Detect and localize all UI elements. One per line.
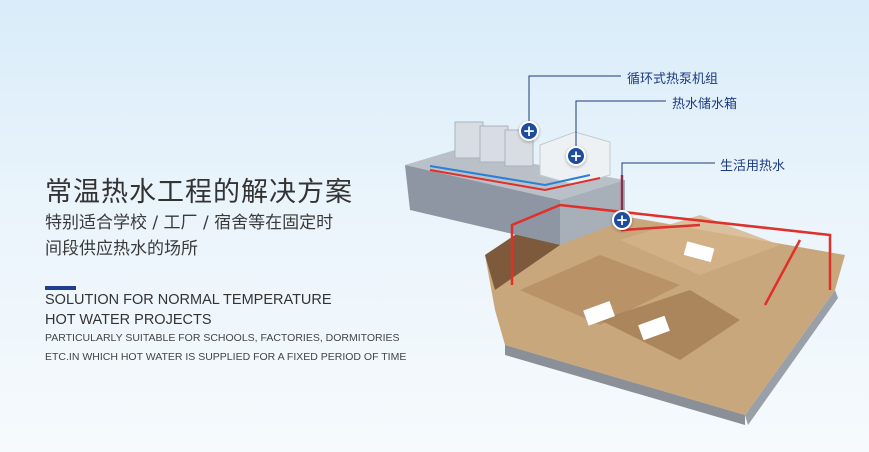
page-title: 常温热水工程的解决方案 — [45, 177, 353, 208]
english-title-line-1: SOLUTION FOR NORMAL TEMPERATURE — [45, 292, 332, 308]
hot-water-pipe — [429, 169, 601, 192]
callout-domestic-hot-water: 生活用热水 — [720, 159, 786, 174]
english-desc-line-2: ETC.IN WHICH HOT WATER IS SUPPLIED FOR A… — [45, 351, 407, 363]
english-desc-line-1: PARTICULARLY SUITABLE FOR SCHOOLS, FACTO… — [45, 332, 400, 344]
subtitle-line-1: 特别适合学校 / 工厂 / 宿舍等在固定时 — [45, 213, 334, 233]
english-title-line-2: HOT WATER PROJECTS — [45, 312, 212, 328]
plus-icon[interactable]: + — [566, 146, 586, 166]
callout-hot-water-tank: 热水储水箱 — [672, 97, 738, 112]
cold-water-pipe — [429, 165, 591, 187]
plus-icon[interactable]: + — [519, 121, 539, 141]
subtitle-line-2: 间段供应热水的场所 — [45, 239, 198, 259]
accent-divider — [45, 286, 76, 290]
callout-heat-pump-unit: 循环式热泵机组 — [627, 72, 719, 87]
plus-icon[interactable]: + — [612, 210, 632, 230]
